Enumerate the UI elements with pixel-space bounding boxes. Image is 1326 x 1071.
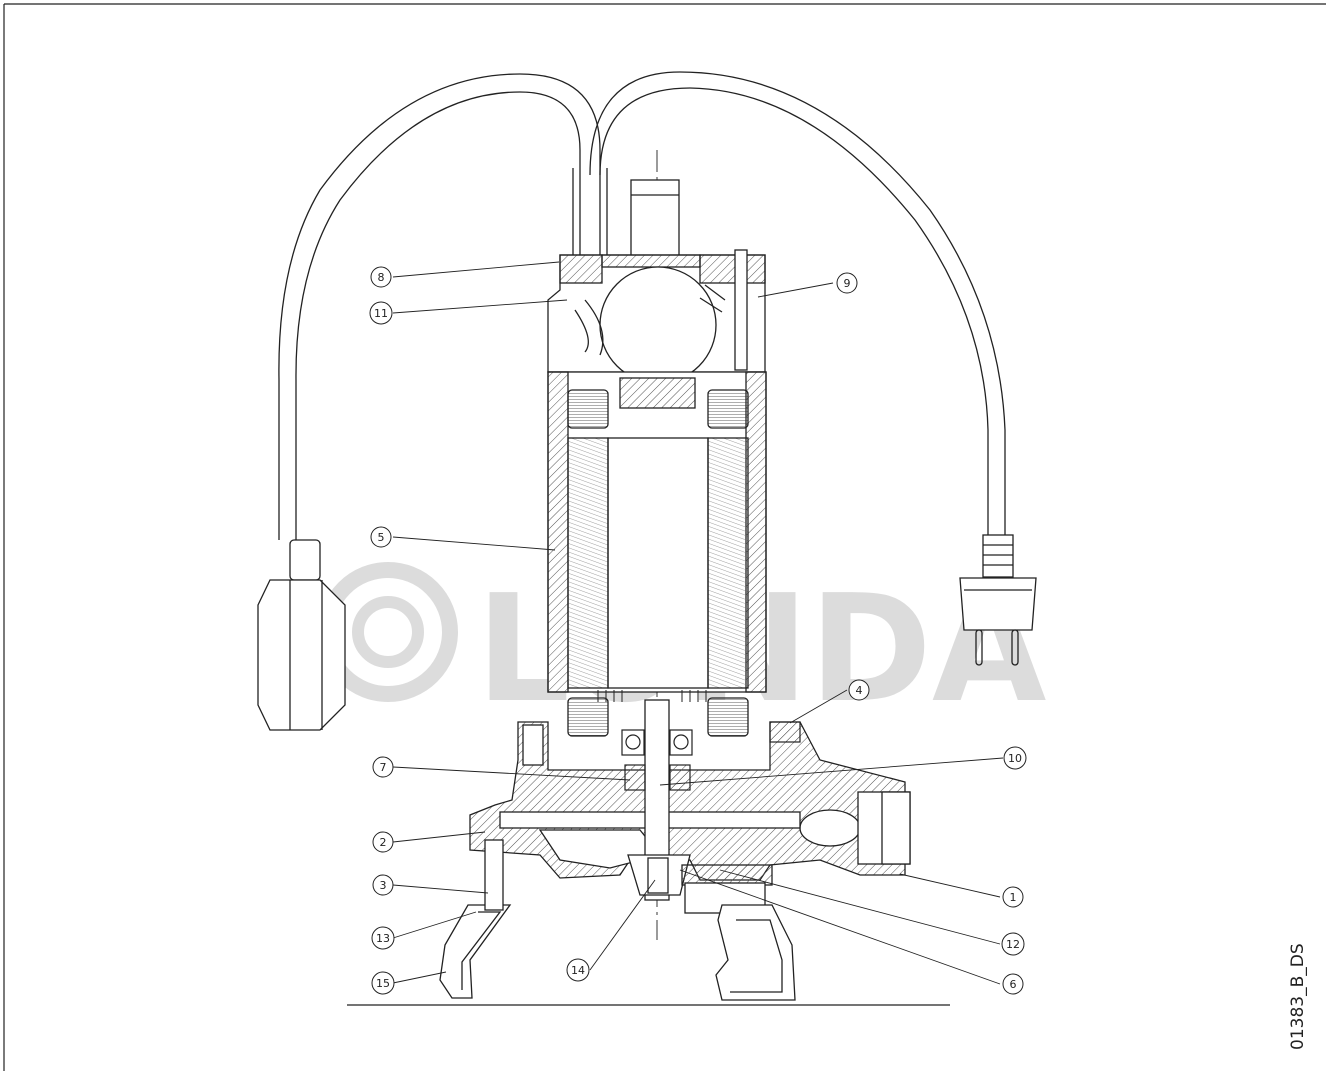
mains-plug	[959, 534, 1037, 666]
callout-12: 12	[1001, 932, 1025, 956]
svg-text:11: 11	[374, 307, 388, 320]
rotor-fins	[597, 690, 707, 702]
callout-6: 6	[1002, 973, 1024, 995]
callout-1: 1	[1002, 886, 1024, 908]
svg-text:3: 3	[380, 879, 387, 892]
power-cables	[278, 71, 1006, 540]
motor-housing	[547, 371, 767, 737]
callout-leaders	[392, 261, 1004, 985]
float-switch	[257, 539, 346, 731]
callout-3: 3	[372, 874, 394, 896]
svg-text:10: 10	[1008, 752, 1022, 765]
svg-text:1: 1	[1010, 891, 1017, 904]
callout-4: 4	[848, 679, 870, 701]
terminal-box	[547, 179, 766, 384]
drain-plug	[769, 721, 801, 743]
svg-text:2: 2	[380, 836, 387, 849]
callout-5: 5	[370, 526, 392, 548]
callout-10: 10	[1003, 746, 1027, 770]
callout-9: 9	[836, 272, 858, 294]
callout-7: 7	[372, 756, 394, 778]
callout-11: 11	[369, 301, 393, 325]
svg-text:5: 5	[378, 531, 385, 544]
svg-text:14: 14	[571, 964, 585, 977]
lower-bearing	[621, 729, 693, 791]
callout-14: 14	[566, 958, 590, 982]
svg-text:13: 13	[376, 932, 390, 945]
document-id-label: 01383_B_DS	[1288, 943, 1308, 1050]
svg-text:15: 15	[376, 977, 390, 990]
svg-text:12: 12	[1006, 938, 1020, 951]
pump-feet	[439, 839, 796, 1001]
callout-15: 15	[371, 971, 395, 995]
svg-text:8: 8	[378, 271, 385, 284]
callout-8: 8	[370, 266, 392, 288]
svg-text:4: 4	[856, 684, 863, 697]
callout-2: 2	[372, 831, 394, 853]
svg-text:9: 9	[844, 277, 851, 290]
svg-text:6: 6	[1010, 978, 1017, 991]
svg-text:7: 7	[380, 761, 387, 774]
callout-13: 13	[371, 926, 395, 950]
